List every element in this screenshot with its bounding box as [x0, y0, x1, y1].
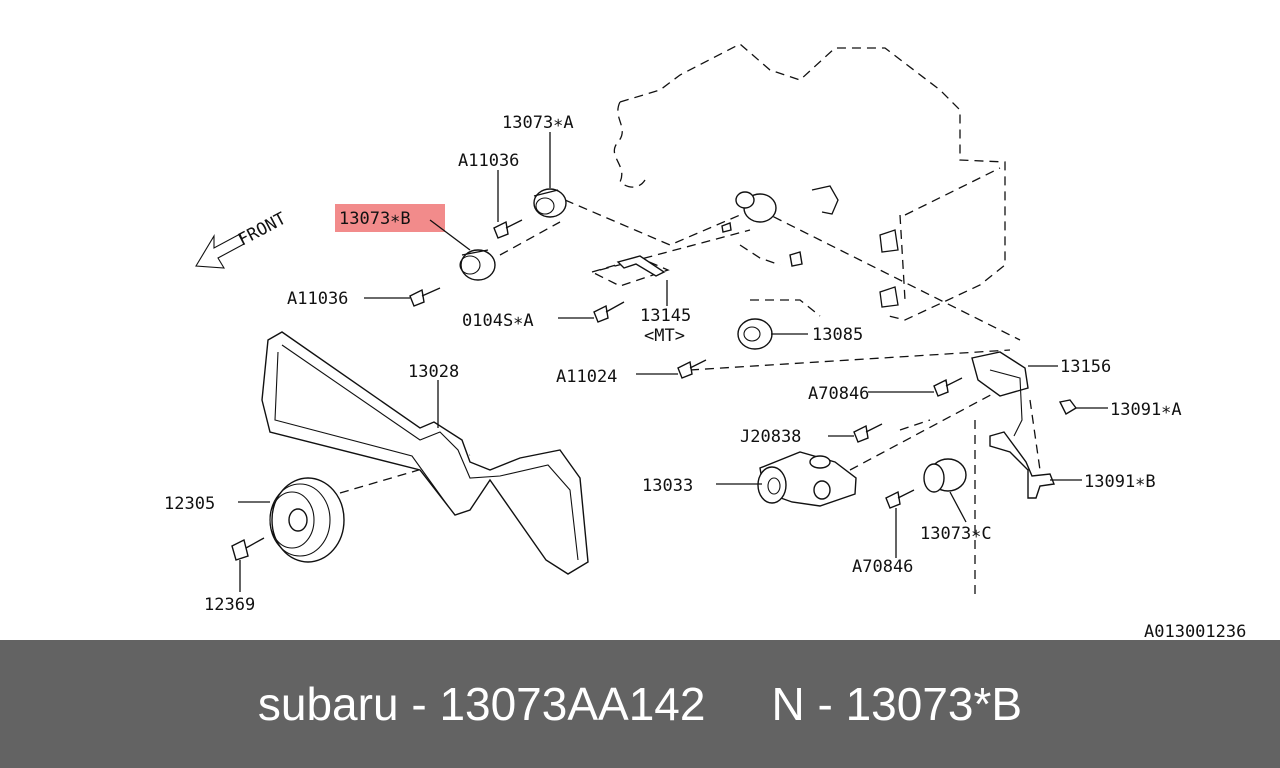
label-13085: 13085	[812, 325, 863, 345]
front-arrow-icon: FRONT	[195, 209, 290, 269]
label-12305: 12305	[164, 494, 215, 514]
label-13156: 13156	[1060, 357, 1111, 377]
label-12369: 12369	[204, 595, 255, 615]
footer-bar: subaru - 13073AA142 N - 13073*B	[0, 640, 1280, 768]
label-a11036-top: A11036	[458, 151, 519, 171]
label-a70846-bottom: A70846	[852, 557, 913, 577]
clip-13091a	[1058, 399, 1078, 415]
highlight-box	[335, 204, 445, 232]
tensioner-13033	[757, 451, 857, 507]
label-j20838: J20838	[740, 427, 801, 447]
crank-pulley-12305	[269, 477, 345, 563]
footer-dash-2: -	[817, 678, 833, 730]
part-labels: 13073∗A A11036 13073∗B A11036 0104S∗A 13…	[164, 113, 1246, 640]
label-a70846-top: A70846	[808, 384, 869, 404]
footer-dash-1: -	[411, 678, 427, 730]
idler-13085	[737, 318, 773, 350]
tensioner-sprocket-upper	[735, 185, 839, 266]
cover-13091b	[989, 431, 1055, 499]
label-13028: 13028	[408, 362, 459, 382]
footer-caption: subaru - 13073AA142 N - 13073*B	[0, 640, 1280, 768]
reference-code: A013001236	[1144, 622, 1246, 640]
footer-n-label: N	[771, 678, 805, 730]
diagram-svg: FRONT	[164, 43, 1246, 640]
label-13145: 13145	[640, 306, 691, 326]
label-mt: <MT>	[644, 326, 685, 346]
bracket-13156	[971, 351, 1029, 437]
label-13033: 13033	[642, 476, 693, 496]
bolts	[231, 219, 963, 561]
footer-part-number: 13073AA142	[439, 678, 706, 730]
label-13073c: 13073∗C	[920, 524, 992, 544]
label-13073a: 13073∗A	[502, 113, 574, 133]
footer-diagram-ref: 13073*B	[845, 678, 1023, 730]
label-a11024: A11024	[556, 367, 617, 387]
idler-pulley-13073a	[533, 188, 567, 218]
front-label: FRONT	[235, 209, 290, 251]
leader-lines	[238, 132, 1108, 592]
connector-lines	[339, 199, 1041, 600]
idler-pulley-13073b	[459, 249, 496, 281]
footer-brand: subaru	[257, 678, 399, 730]
timing-belt-13028	[261, 331, 589, 575]
label-0104sa: 0104S∗A	[462, 311, 534, 331]
engine-block-outline	[613, 43, 1006, 321]
label-13073b: 13073∗B	[339, 209, 411, 229]
bracket-13145	[590, 255, 670, 287]
parts-diagram: FRONT	[164, 43, 1247, 640]
label-13091b: 13091∗B	[1084, 472, 1156, 492]
label-a11036-left: A11036	[287, 289, 348, 309]
label-13091a: 13091∗A	[1110, 400, 1182, 420]
idler-13073c	[923, 458, 967, 493]
